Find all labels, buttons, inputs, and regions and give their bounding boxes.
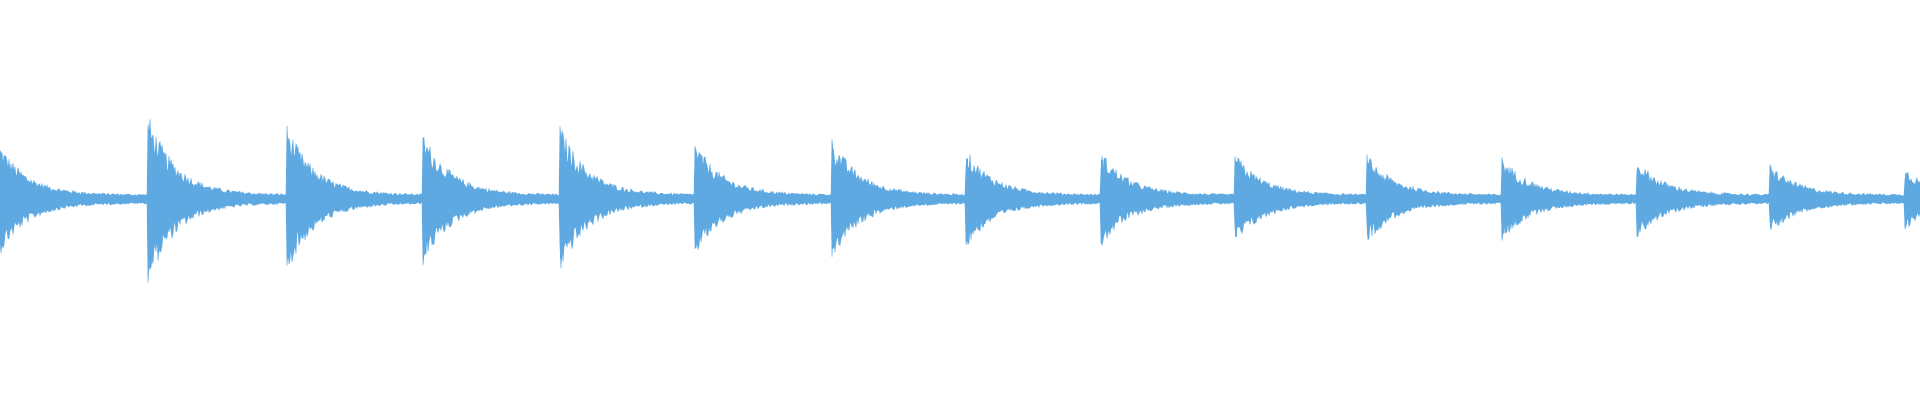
waveform-onset-5 xyxy=(560,139,562,259)
waveform-onset-2 xyxy=(148,130,150,268)
waveform-onset-4 xyxy=(423,145,425,253)
waveform-onset-3 xyxy=(287,139,289,259)
waveform-shape xyxy=(0,119,1920,283)
waveform-onset-8 xyxy=(966,158,968,240)
waveform-onset-9 xyxy=(1101,160,1103,238)
waveform-onset-12 xyxy=(1502,164,1504,234)
waveform-onset-14 xyxy=(1770,170,1772,228)
waveform-onset-11 xyxy=(1367,163,1369,235)
waveform-onset-13 xyxy=(1637,167,1639,231)
waveform-onset-6 xyxy=(695,152,697,246)
waveform-onset-1 xyxy=(0,154,2,244)
waveform-onset-10 xyxy=(1235,161,1237,237)
waveform-onset-15 xyxy=(1905,173,1907,225)
waveform-onset-7 xyxy=(832,149,834,249)
